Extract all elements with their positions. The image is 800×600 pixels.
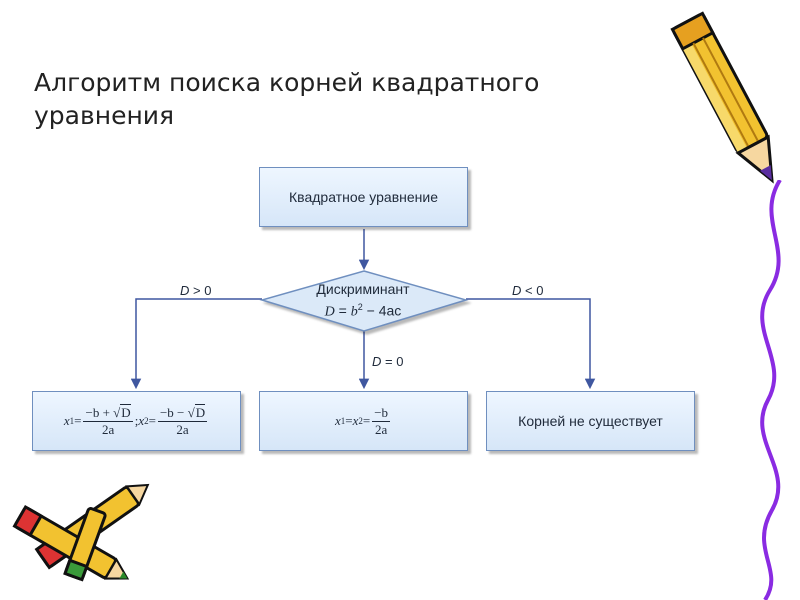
decision-text: Дискриминант D = b2 − 4ac [270,280,456,322]
pencil-icon [670,11,774,184]
condition-left: D > 0 [180,283,212,298]
start-label: Квадратное уравнение [289,189,438,205]
page-title: Алгоритм поиска корней квадратного уравн… [34,68,540,130]
condition-right: D < 0 [512,283,544,298]
start-box: Квадратное уравнение [259,167,468,227]
arrow-right-branch [466,298,596,390]
condition-middle: D = 0 [372,354,404,369]
decision-label: Дискриминант [316,281,410,297]
decision-diamond [259,270,469,332]
no-roots-label: Корней не существует [518,413,663,429]
result-no-roots: Корней не существует [486,391,695,451]
wavy-line-decoration [760,180,782,600]
decision-formula: D = b2 − 4ac [324,302,402,320]
arrow-left-branch [130,298,262,390]
pencils-icon [12,483,150,582]
